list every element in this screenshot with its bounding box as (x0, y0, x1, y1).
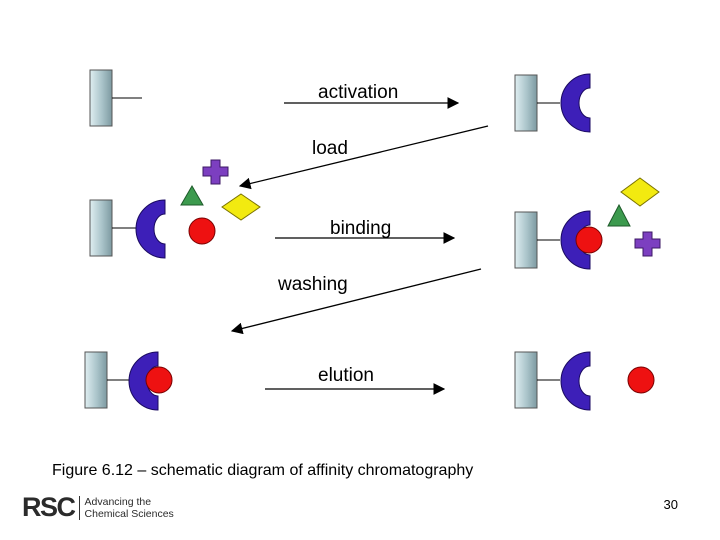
binding-label: binding (330, 218, 392, 239)
logo-tagline: Advancing the Chemical Sciences (85, 496, 174, 520)
figure-caption: Figure 6.12 – schematic diagram of affin… (52, 462, 474, 479)
cross-impurity (634, 231, 661, 257)
solid-support (84, 351, 108, 409)
bound-target-molecule (575, 226, 603, 254)
triangle-impurity (180, 185, 204, 206)
washing-label: washing (278, 274, 348, 295)
washing-arrow (230, 268, 482, 335)
logo-tagline-line2: Chemical Sciences (84, 507, 174, 520)
rsc-logo-mark: RSC (22, 492, 76, 522)
diamond-impurity (221, 193, 261, 221)
row-activation (89, 69, 591, 190)
target-molecule (188, 217, 216, 245)
logo-tagline-line1: Advancing the (84, 495, 152, 508)
solid-support (514, 211, 538, 269)
bound-target-molecule (145, 366, 173, 394)
solid-support-unactivated (89, 69, 113, 127)
affinity-ligand (135, 199, 166, 259)
solid-support (89, 199, 113, 257)
logo-divider (78, 495, 80, 520)
affinity-ligand (560, 351, 591, 411)
diamond-impurity (620, 177, 660, 207)
page-number: 30 (663, 497, 678, 512)
row-binding (89, 159, 661, 335)
load-arrow (238, 125, 489, 190)
row-elution (84, 351, 655, 411)
elution-label: elution (318, 365, 374, 386)
eluted-target-molecule (627, 366, 655, 394)
affinity-ligand (560, 73, 591, 133)
solid-support-activated (514, 74, 538, 132)
rsc-logo: RSC Advancing the Chemical Sciences (22, 494, 174, 521)
load-label: load (312, 138, 348, 159)
triangle-impurity (607, 203, 631, 227)
cross-impurity (202, 159, 229, 185)
activation-label: activation (318, 82, 399, 103)
solid-support (514, 351, 538, 409)
